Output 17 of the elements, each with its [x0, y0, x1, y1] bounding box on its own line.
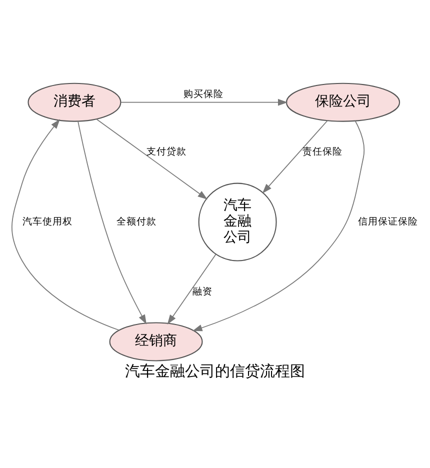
edge-label: 全额付款: [116, 216, 157, 228]
node-ellipse: 保险公司: [286, 82, 400, 122]
arrow: [12, 119, 120, 331]
edge-label: 融资: [192, 286, 213, 298]
arrow: [167, 254, 216, 325]
edge-label: 责任保险: [302, 146, 343, 158]
arrow: [96, 118, 208, 200]
caption: 汽车金融公司的信贷流程图: [125, 362, 306, 380]
arrow: [78, 120, 147, 324]
node-ellipse: 消费者: [28, 82, 122, 122]
arrow: [192, 120, 365, 332]
edge-label: 信用保证保险: [358, 216, 418, 228]
arrow: [120, 98, 288, 106]
edge-label: 支付贷款: [146, 146, 187, 158]
arrow: [262, 120, 328, 194]
edge-label: 购买保险: [184, 88, 224, 100]
edge-label: 汽车使用权: [22, 216, 72, 228]
